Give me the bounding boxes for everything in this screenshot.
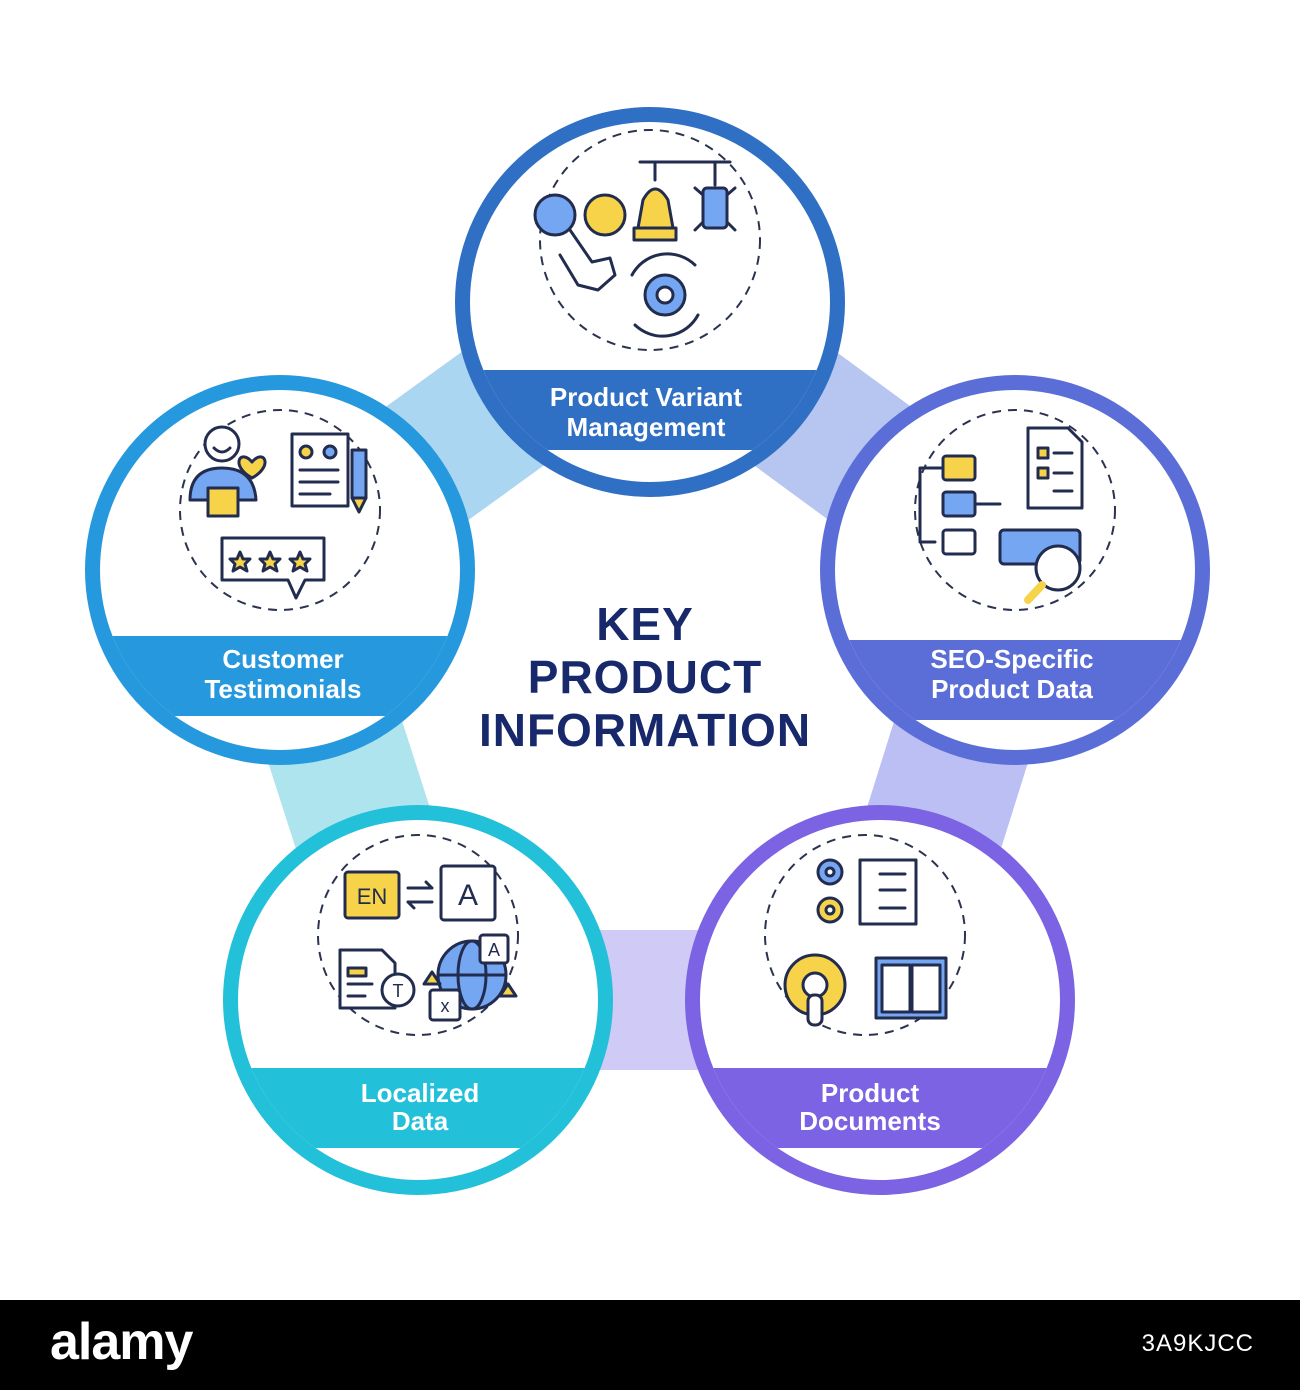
node-label-line1: SEO-Specific [930,644,1093,674]
stock-footer-bar: alamy 3A9KJCC [0,1300,1300,1390]
node-product-documents: Product Documents [685,805,1075,1195]
customer-testimonials-icon [188,425,368,600]
node-label-line1: Customer [222,644,343,674]
node-label-line1: Localized [361,1078,479,1108]
title-line-product: PRODUCT [528,651,762,703]
image-id: 3A9KJCC [1141,1330,1254,1357]
node-label-line2: Management [567,412,726,442]
node-seo-specific-product-data: SEO-Specific Product Data [820,375,1210,765]
seo-data-icon [918,426,1084,604]
node-label-line1: Product Variant [550,382,742,412]
alamy-logo: alamy [50,1313,193,1371]
node-label-line1: Product [821,1078,920,1108]
localized-data-icon: EN A T A x [338,864,518,1022]
t-label: T [393,981,404,1001]
node-label-line2: Documents [799,1106,941,1136]
title-line-key: KEY [596,598,694,650]
product-documents-icon [783,858,948,1027]
node-label-line2: Testimonials [204,674,361,704]
node-localized-data: Localized Data EN A T A x [223,805,613,1195]
node-label-line2: Product Data [931,674,1093,704]
title-line-information: INFORMATION [479,704,811,756]
a-small-label: A [488,940,500,960]
center-title: KEY PRODUCT INFORMATION [479,598,811,756]
node-label-line2: Data [392,1106,449,1136]
x-label: x [441,996,450,1016]
en-label: EN [357,884,388,909]
node-product-variant-management: Product Variant Management [455,107,845,497]
node-customer-testimonials: Customer Testimonials [85,375,475,765]
variant-management-icon [533,160,737,338]
diagram: Product Variant Management SEO-Specific … [85,107,1210,1195]
a-label: A [458,879,478,912]
